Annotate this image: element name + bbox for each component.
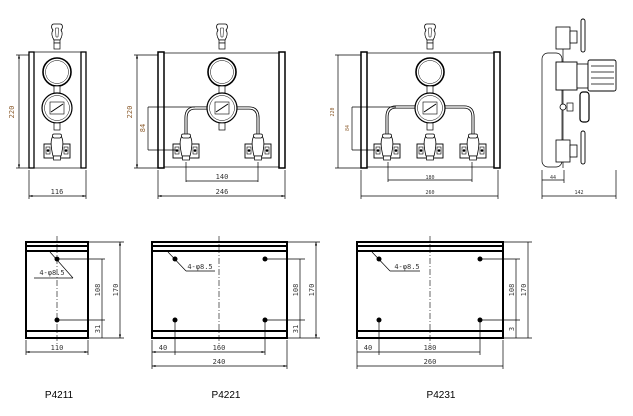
- mounting-hole: [54, 256, 60, 262]
- p4231-mounting-view: 4-φ8.5 170 108 3 40 180 260: [356, 236, 532, 369]
- p4211-height-dim-b: 170: [112, 284, 120, 297]
- p4211-front-view: 220 116: [8, 24, 87, 199]
- p4211-width-dim-b: 110: [51, 344, 64, 352]
- p4211-width-dim: 116: [51, 188, 64, 196]
- p4231-front-view: 220 84 180 260: [330, 24, 501, 199]
- model-label-p4231: P4231: [427, 390, 456, 401]
- p4221-height-dim: 220: [126, 106, 134, 119]
- p4231-valve-spacing-dim: 180: [425, 175, 434, 181]
- p4221-hole-spacing-h: 160: [213, 344, 226, 352]
- mounting-hole: [172, 317, 178, 323]
- p4211-mounting-view: 4-φ8.5 170 108 31 110: [25, 236, 124, 355]
- side-depth-dim: 142: [574, 190, 583, 196]
- mounting-hole: [477, 256, 483, 262]
- mounting-hole: [477, 317, 483, 323]
- p4231-branch-height-dim: 84: [345, 125, 351, 131]
- mounting-hole: [376, 317, 382, 323]
- p4221-holes-label: 4-φ8.5: [187, 263, 212, 271]
- p4221-height-dim-b: 170: [308, 284, 316, 297]
- model-label-p4211: P4211: [45, 390, 74, 401]
- p4221-mounting-view: 4-φ8.5 170 108 31 40 160 240: [151, 236, 320, 369]
- p4221-bottom-offset: 31: [292, 325, 300, 333]
- p4231-width-dim-b: 260: [424, 358, 437, 366]
- p4231-height-dim: 220: [330, 107, 336, 116]
- p4231-holes-label: 4-φ8.5: [394, 263, 419, 271]
- mounting-hole: [262, 317, 268, 323]
- p4211-bottom-offset: 31: [94, 325, 102, 333]
- p4231-hole-spacing-v: 108: [508, 284, 516, 297]
- model-label-p4221: P4221: [212, 390, 241, 401]
- p4231-width-dim: 260: [425, 190, 434, 196]
- p4231-bottom-offset: 3: [508, 327, 516, 331]
- side-offset-dim: 44: [550, 175, 556, 181]
- mounting-hole: [262, 256, 268, 262]
- p4221-width-dim: 246: [216, 188, 229, 196]
- p4221-width-dim-b: 240: [213, 358, 226, 366]
- p4231-left-offset: 40: [364, 344, 372, 352]
- p4231-hole-spacing-h: 180: [424, 344, 437, 352]
- p4211-height-dim: 220: [8, 106, 16, 119]
- p4221-branch-height-dim: 84: [139, 124, 147, 132]
- p4211-holes-label: 4-φ8.5: [39, 269, 64, 277]
- p4221-valve-spacing-dim: 140: [216, 173, 229, 181]
- p4221-left-offset: 40: [159, 344, 167, 352]
- p4231-height-dim-b: 170: [520, 284, 528, 297]
- p4221-hole-spacing-v: 108: [292, 284, 300, 297]
- p4221-front-view: 220 84 140 246: [126, 24, 286, 199]
- p4211-hole-spacing-v: 108: [94, 284, 102, 297]
- mounting-hole: [54, 317, 60, 323]
- side-view: 44 142: [541, 18, 617, 199]
